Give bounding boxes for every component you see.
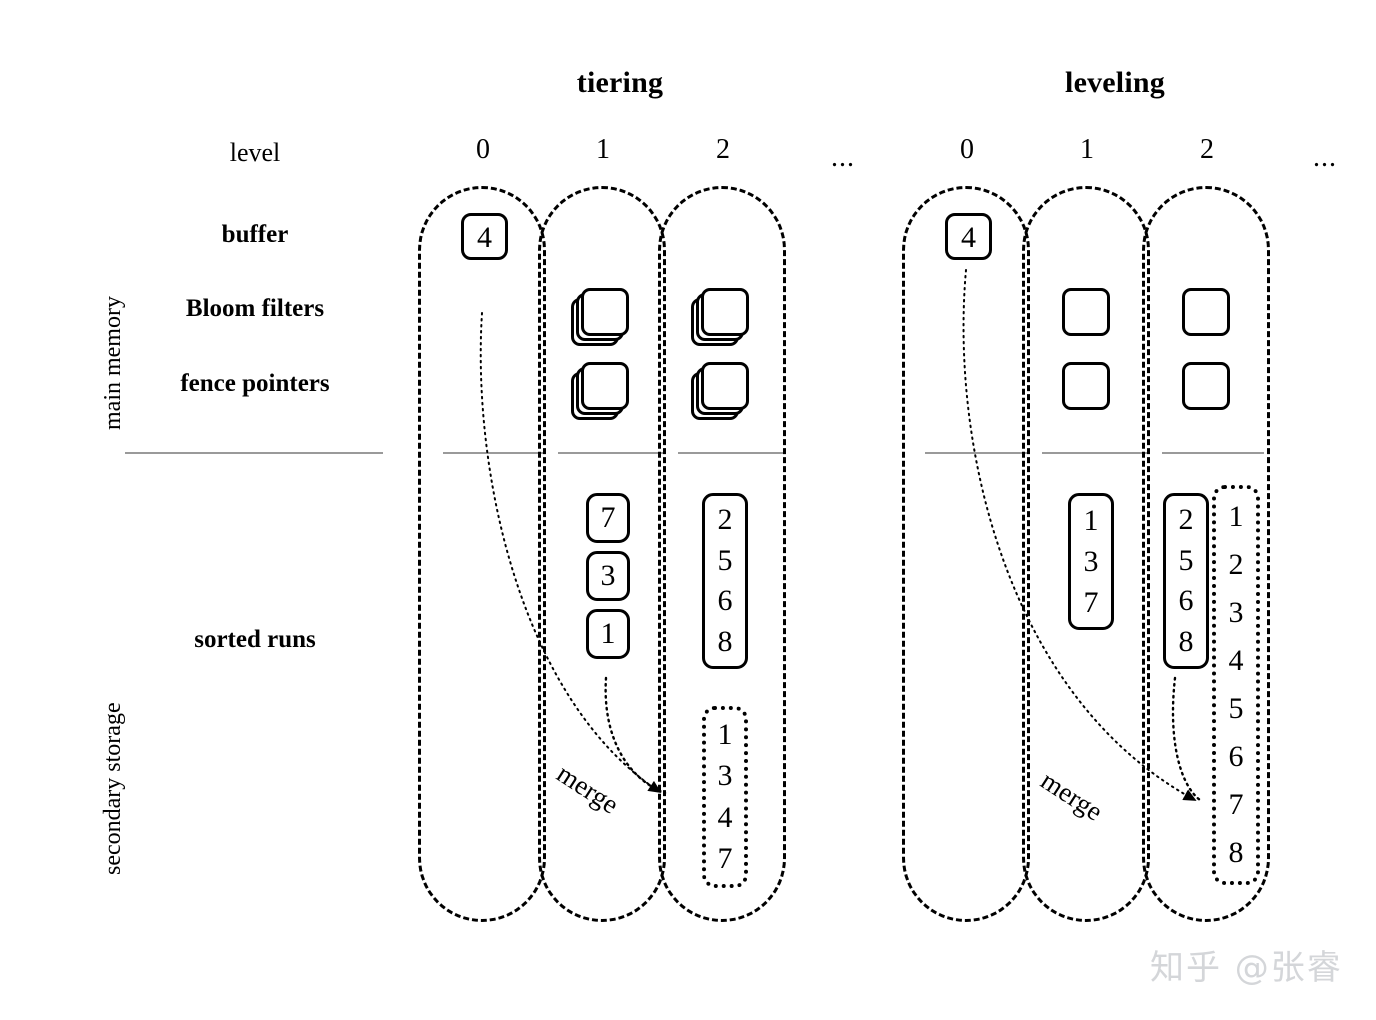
run-value: 1 — [600, 617, 616, 650]
run-value: 3 — [1228, 596, 1244, 629]
tiering-level-0-label: 0 — [476, 134, 490, 165]
leveling-level-0-label: 0 — [960, 134, 974, 165]
tiering-level-2-label: 2 — [716, 134, 730, 165]
run-value: 5 — [1178, 543, 1194, 577]
leveling-level-0-capsule — [902, 186, 1030, 922]
leveling-buffer-box: 4 — [945, 213, 992, 260]
leveling-level-2-merged-run: 1 2 3 4 5 6 7 8 — [1212, 485, 1260, 885]
fence-pointer-icon — [581, 362, 629, 410]
leveling-level-2-run-0: 2 5 6 8 — [1163, 493, 1209, 669]
leveling-level-1-bloom-filter — [1062, 288, 1110, 336]
tiering-level-2-fence-pointer-stack — [691, 362, 753, 424]
run-value: 7 — [1228, 788, 1244, 821]
leveling-title: leveling — [1065, 66, 1165, 99]
tiering-level-1-label: 1 — [596, 134, 610, 165]
run-value: 1 — [717, 717, 733, 751]
leveling-level-2-label: 2 — [1200, 134, 1214, 165]
tiering-title: tiering — [576, 66, 664, 99]
run-value: 4 — [717, 800, 733, 834]
bloom-filter-icon — [701, 288, 749, 336]
row-label-buffer: buffer — [221, 221, 289, 248]
tiering-level-ellipsis: ... — [831, 142, 855, 173]
run-value: 3 — [1083, 544, 1099, 578]
side-label-main-memory: main memory — [100, 296, 126, 430]
leveling-level-1-fence-pointer — [1062, 362, 1110, 410]
tiering-level-1-bloom-filter-stack — [571, 288, 633, 350]
run-value: 6 — [1178, 584, 1194, 618]
row-label-fence-pointers: fence pointers — [180, 370, 330, 397]
tiering-level-1-run-0: 7 — [586, 493, 630, 543]
tiering-level-1-run-1: 3 — [586, 551, 630, 601]
tiering-level-2-merged-run: 1 3 4 7 — [702, 706, 748, 888]
run-value: 2 — [717, 503, 733, 537]
tiering-level-1-run-2: 1 — [586, 609, 630, 659]
tiering-level-2-run-0: 2 5 6 8 — [702, 493, 748, 669]
run-value: 2 — [1178, 503, 1194, 537]
run-value: 8 — [1228, 836, 1244, 869]
side-label-secondary-storage: secondary storage — [100, 702, 126, 875]
row-label-bloom-filters: Bloom filters — [185, 295, 325, 322]
tiering-level-1-fence-pointer-stack — [571, 362, 633, 424]
bloom-filter-icon — [581, 288, 629, 336]
leveling-level-1-label: 1 — [1080, 134, 1094, 165]
tiering-level-2-bloom-filter-stack — [691, 288, 753, 350]
leveling-level-2-fence-pointer — [1182, 362, 1230, 410]
run-value: 1 — [1083, 503, 1099, 537]
divider-leveling-l2 — [1162, 452, 1264, 454]
run-value: 6 — [1228, 740, 1244, 773]
leveling-level-1-run-0: 1 3 7 — [1068, 493, 1114, 630]
run-value: 2 — [1228, 548, 1244, 581]
divider-tiering-l2 — [678, 452, 784, 454]
tiering-buffer-box: 4 — [461, 213, 508, 260]
run-value: 5 — [1228, 692, 1244, 725]
run-value: 8 — [717, 624, 733, 658]
run-value: 6 — [717, 584, 733, 618]
run-value: 1 — [1228, 500, 1244, 533]
run-value: 3 — [600, 559, 616, 592]
run-value: 8 — [1178, 624, 1194, 658]
watermark: 知乎 @张睿 — [1150, 948, 1343, 988]
fence-pointer-icon — [701, 362, 749, 410]
run-value: 4 — [1228, 644, 1244, 677]
tiering-level-0-capsule — [418, 186, 546, 922]
run-value: 3 — [717, 759, 733, 793]
level-row-label: level — [229, 138, 281, 167]
run-value: 5 — [717, 543, 733, 577]
divider-left — [125, 452, 383, 454]
run-value: 7 — [1083, 585, 1099, 619]
leveling-level-ellipsis: ... — [1313, 142, 1337, 173]
run-value: 7 — [717, 842, 733, 876]
row-label-sorted-runs: sorted runs — [194, 626, 316, 653]
run-value: 7 — [600, 501, 616, 534]
leveling-level-2-bloom-filter — [1182, 288, 1230, 336]
